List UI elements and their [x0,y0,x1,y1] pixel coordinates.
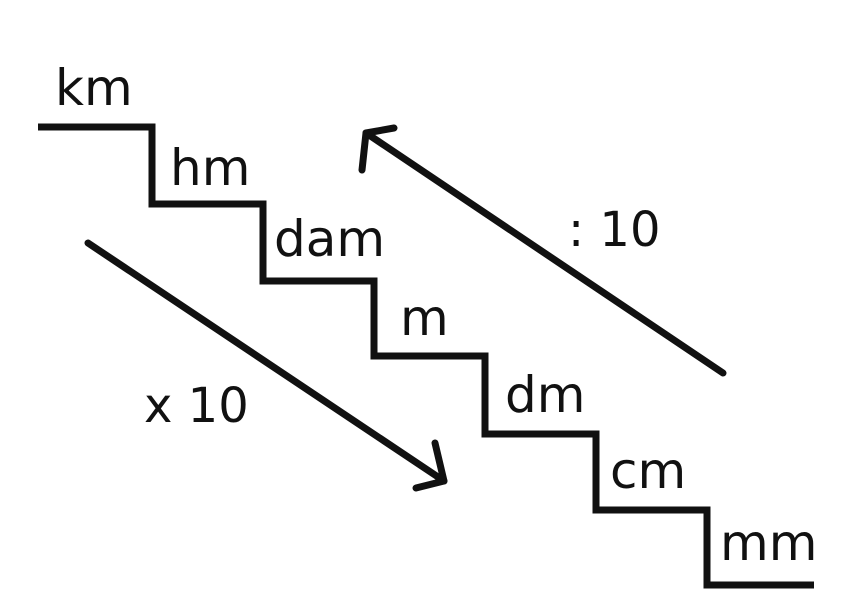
multiply-arrow [84,239,448,492]
multiply-arrow-head [412,439,448,492]
unit-label-dam: dam [274,210,385,268]
unit-label-mm: mm [720,514,817,572]
unit-label-hm: hm [170,139,250,197]
divide-arrow [358,124,727,377]
divide-arrow-head [358,124,398,174]
unit-label-m: m [400,289,449,347]
unit-label-cm: cm [610,442,686,500]
unit-label-dm: dm [505,366,585,424]
staircase-line [38,123,814,589]
multiply-label: x 10 [144,378,249,434]
divide-label: : 10 [568,202,661,258]
unit-label-km: km [55,59,133,117]
